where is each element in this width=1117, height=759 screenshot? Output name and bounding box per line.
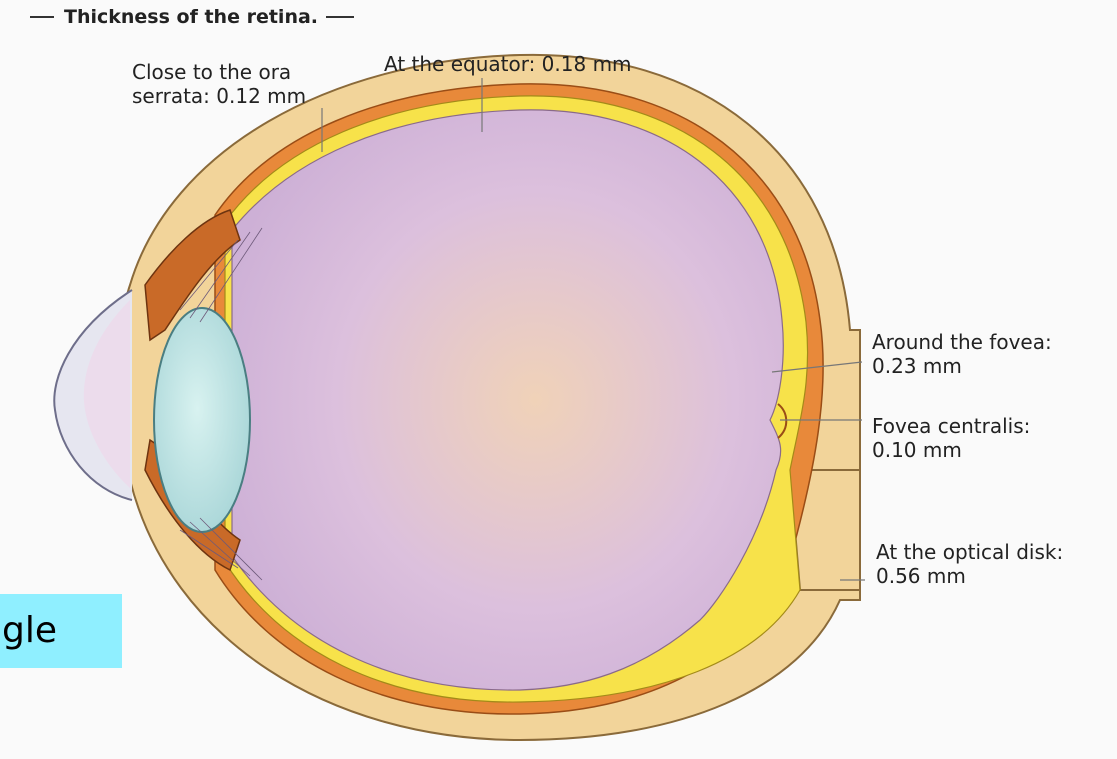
corner-overlay-label: gle [0, 594, 122, 668]
label-fovea-centralis-line1: Fovea centralis: [872, 414, 1030, 438]
label-optical-disk-line1: At the optical disk: [876, 540, 1063, 564]
label-fovea-centralis-line2: 0.10 mm [872, 438, 1030, 462]
vitreous-body [232, 110, 783, 690]
label-around-fovea: Around the fovea: 0.23 mm [872, 330, 1052, 378]
label-fovea-centralis: Fovea centralis: 0.10 mm [872, 414, 1030, 462]
lens [154, 308, 250, 532]
label-equator: At the equator: 0.18 mm [384, 52, 632, 76]
label-ora-serrata: Close to the ora serrata: 0.12 mm [132, 60, 306, 108]
label-around-fovea-line1: Around the fovea: [872, 330, 1052, 354]
label-around-fovea-line2: 0.23 mm [872, 354, 1052, 378]
label-ora-serrata-line1: Close to the ora [132, 60, 306, 84]
label-ora-serrata-line2: serrata: 0.12 mm [132, 84, 306, 108]
label-optical-disk: At the optical disk: 0.56 mm [876, 540, 1063, 588]
label-optical-disk-line2: 0.56 mm [876, 564, 1063, 588]
